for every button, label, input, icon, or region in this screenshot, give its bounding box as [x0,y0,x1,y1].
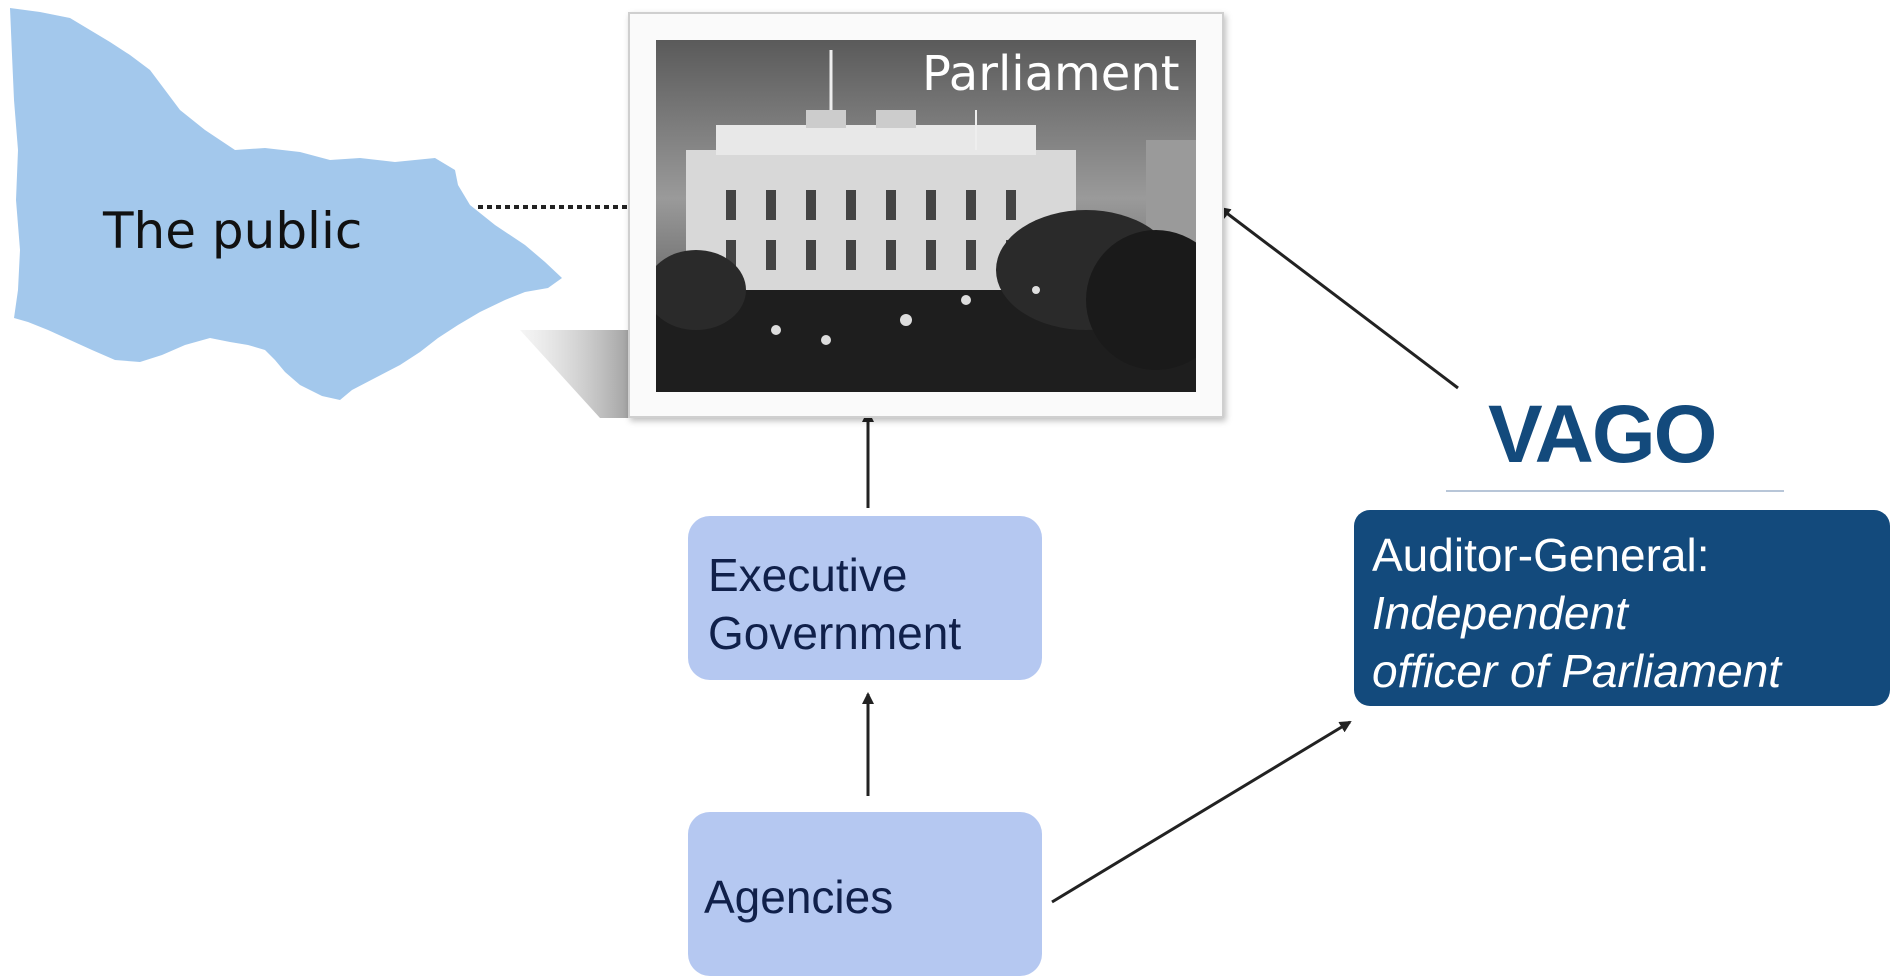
executive-line1: Executive [708,549,908,601]
auditor-general-box: Auditor-General: Independent officer of … [1354,510,1890,706]
auditor-general-line1: Auditor-General: [1372,529,1710,581]
agencies-box: Agencies [688,812,1042,976]
parliament-photo-frame [628,12,1224,418]
agencies-label: Agencies [704,871,894,923]
executive-government-box: Executive Government [688,516,1042,680]
parliament-house-photo [656,40,1196,392]
victoria-map-icon [10,8,562,400]
public-label: The public [103,202,363,260]
auditor-general-line3: officer of Parliament [1372,645,1782,697]
parliament-label: Parliament [922,46,1180,102]
arrow-vago-to-parliament [1218,206,1459,390]
auditor-general-line2: Independent [1372,587,1628,639]
vago-logo-underline [1446,490,1784,492]
vago-logo: VAGO [1488,389,1717,480]
executive-line2: Government [708,607,962,659]
arrow-agencies-to-auditor [1051,720,1352,904]
photo-shadow [520,330,628,418]
